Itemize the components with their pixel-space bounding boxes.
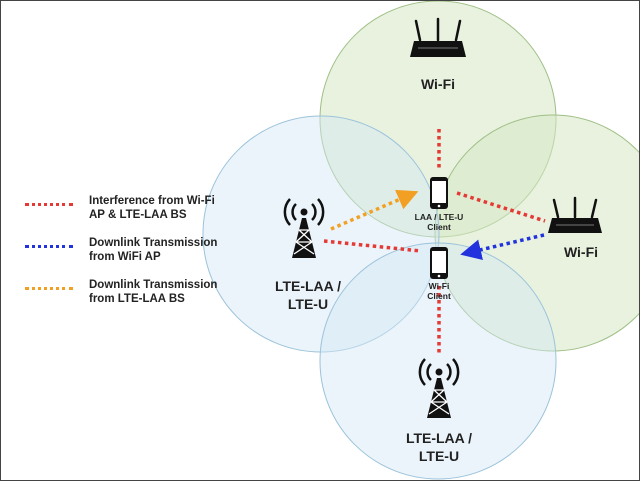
smartphone-icon (430, 177, 448, 209)
cell-tower-icon (418, 358, 460, 418)
interference-link-lte-left-to-wifi-client (323, 239, 422, 253)
legend-item-lte-downlink: Downlink Transmission from LTE-LAA BS (25, 278, 235, 320)
wifi-client-label: Wi-Fi Client (427, 281, 451, 301)
legend-item-wifi-downlink: Downlink Transmission from WiFi AP (25, 236, 235, 278)
lte-bottom-label: LTE-LAA / LTE-U (405, 430, 473, 464)
router-icon (548, 196, 602, 233)
cell-tower-icon (283, 198, 325, 258)
wifi-coverage-right (434, 114, 639, 352)
lte-left-label: LTE-LAA / LTE-U (274, 278, 342, 312)
legend-label: Downlink Transmission from LTE-LAA BS (89, 279, 218, 305)
legend-item-interference: Interference from Wi-Fi AP & LTE-LAA BS (25, 194, 235, 236)
wifi-top-label: Wi-Fi (420, 76, 456, 92)
legend-swatch-blue (25, 245, 73, 248)
legend-swatch-red (25, 203, 73, 206)
downlink-wifi-to-wifi-client (460, 233, 545, 261)
interference-link-wifi-right-to-laa-client (456, 191, 546, 223)
legend-label: Downlink Transmission from WiFi AP (89, 237, 218, 263)
wifi-right-label: Wi-Fi (563, 244, 599, 260)
router-icon (410, 17, 466, 57)
legend-swatch-orange (25, 287, 73, 290)
lte-coverage-bottom (319, 242, 557, 480)
smartphone-icon (430, 247, 448, 279)
legend: Interference from Wi-Fi AP & LTE-LAA BS … (25, 194, 235, 320)
laa-client-label: LAA / LTE-U Client (414, 212, 464, 232)
legend-label: Interference from Wi-Fi AP & LTE-LAA BS (89, 195, 215, 221)
lte-coverage-left (202, 115, 440, 353)
downlink-lte-to-laa-client (330, 189, 419, 231)
